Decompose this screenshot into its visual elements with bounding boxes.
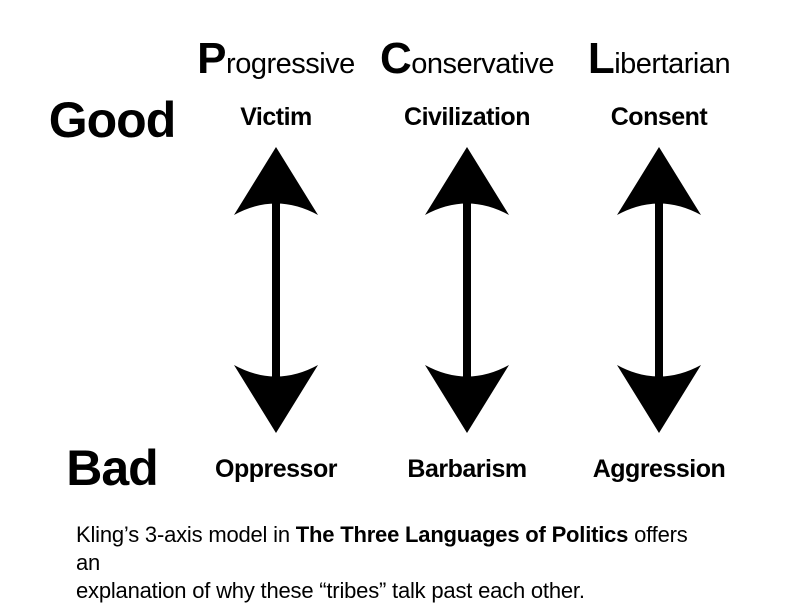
caption-line1-suffix: offers an bbox=[76, 522, 688, 575]
axis-title-initial: C bbox=[379, 34, 412, 83]
bad-pole-label-progressive: Oppressor bbox=[215, 455, 337, 483]
double-arrow-icon bbox=[234, 147, 318, 433]
bad-scale-label: Bad bbox=[66, 440, 158, 496]
axis-title-rest: ibertarian bbox=[614, 48, 731, 80]
bad-pole-label-conservative: Barbarism bbox=[407, 455, 527, 483]
axis-title-rest: onservative bbox=[411, 48, 555, 80]
caption-line2: explanation of why these “tribes” talk p… bbox=[76, 578, 585, 603]
good-scale-label: Good bbox=[48, 92, 177, 148]
axis-title-libertarian: Libertarian bbox=[539, 37, 779, 81]
double-arrow-icon bbox=[425, 147, 509, 433]
axis-title-rest: rogressive bbox=[226, 48, 355, 80]
axis-title-initial: P bbox=[197, 34, 227, 83]
caption: Kling’s 3-axis model in The Three Langua… bbox=[76, 521, 716, 605]
good-pole-label-libertarian: Consent bbox=[610, 103, 708, 131]
good-pole-label-conservative: Civilization bbox=[404, 103, 530, 131]
caption-prefix: Kling’s 3-axis model in bbox=[76, 522, 296, 547]
good-pole-label-progressive: Victim bbox=[240, 103, 312, 131]
caption-book-title: The Three Languages of Politics bbox=[295, 522, 629, 547]
double-arrow-icon bbox=[617, 147, 701, 433]
axis-title-initial: L bbox=[587, 34, 615, 83]
axis-title-progressive: Progressive bbox=[156, 37, 396, 81]
bad-pole-label-libertarian: Aggression bbox=[592, 455, 726, 483]
axis-title-conservative: Conservative bbox=[347, 37, 587, 81]
